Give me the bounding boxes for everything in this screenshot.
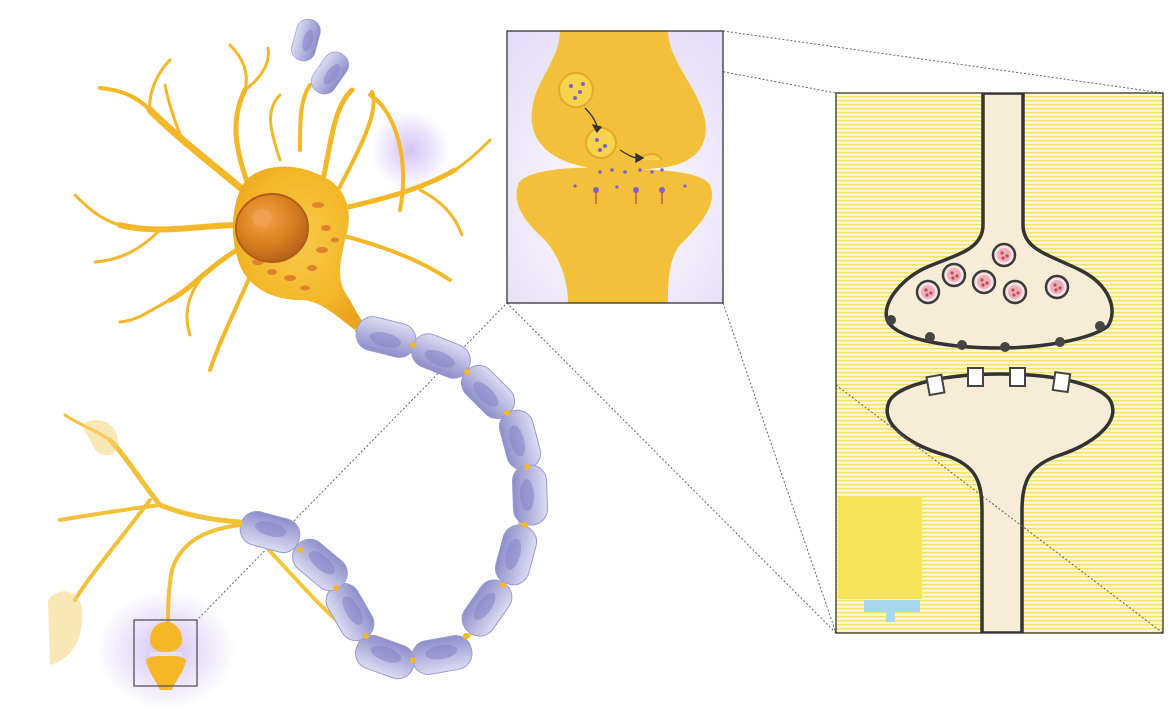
legend-color-block — [838, 497, 922, 599]
synapse-closeup-inset — [507, 31, 723, 303]
myelinated-axon — [237, 313, 548, 683]
nucleolus — [252, 209, 272, 227]
nucleus — [236, 194, 308, 262]
synapse-schematic-panel — [836, 93, 1163, 633]
upper-axon-myelin — [289, 17, 353, 99]
